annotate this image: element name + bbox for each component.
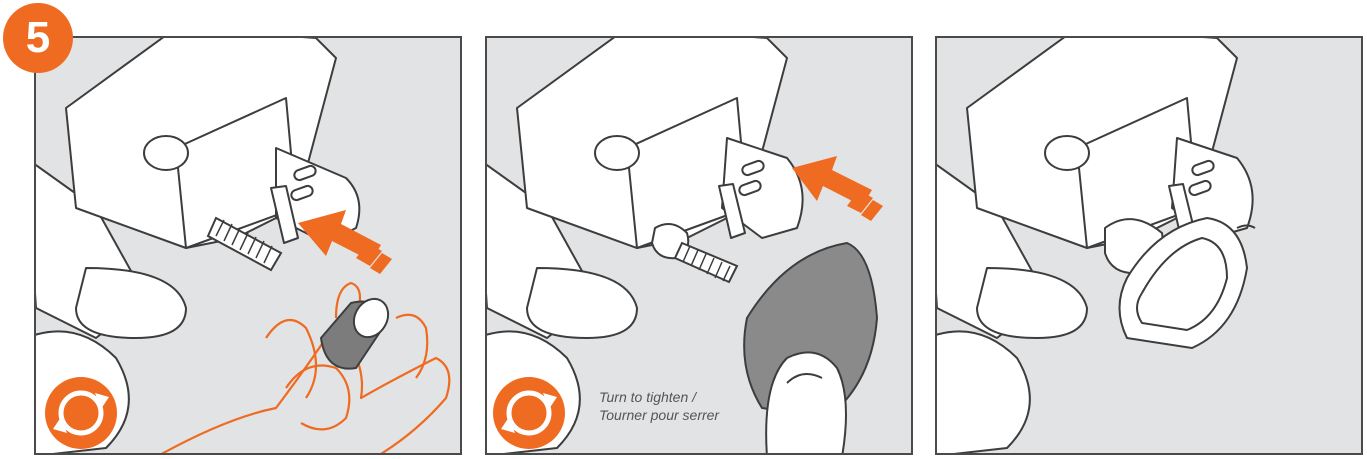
head-hole: [1045, 136, 1089, 170]
head-hole: [595, 136, 639, 170]
insert-arrow: [792, 156, 883, 221]
rotate-arrows-icon: [493, 377, 565, 449]
panel-1-drawing: [36, 38, 462, 455]
threaded-screw: [675, 243, 737, 282]
head-hole: [144, 136, 188, 170]
rotate-arrows-icon: [45, 377, 117, 449]
caption-line-2: Tourner pour serrer: [599, 406, 719, 424]
knob-part: [321, 293, 395, 369]
rear-knob: [937, 331, 1030, 455]
caption-line-1: Turn to tighten /: [599, 388, 719, 406]
hand-outline: [156, 283, 449, 455]
illustration-panel-1: [34, 36, 462, 455]
lower-foot: [977, 268, 1087, 338]
lower-foot: [527, 268, 637, 338]
tighten-caption: Turn to tighten / Tourner pour serrer: [599, 388, 719, 424]
step-number-badge: 5: [3, 3, 73, 73]
panel-3-drawing: [937, 38, 1363, 455]
illustration-panel-3: [935, 36, 1363, 455]
lower-foot: [76, 268, 186, 338]
illustration-panel-2: Turn to tighten / Tourner pour serrer: [485, 36, 913, 455]
